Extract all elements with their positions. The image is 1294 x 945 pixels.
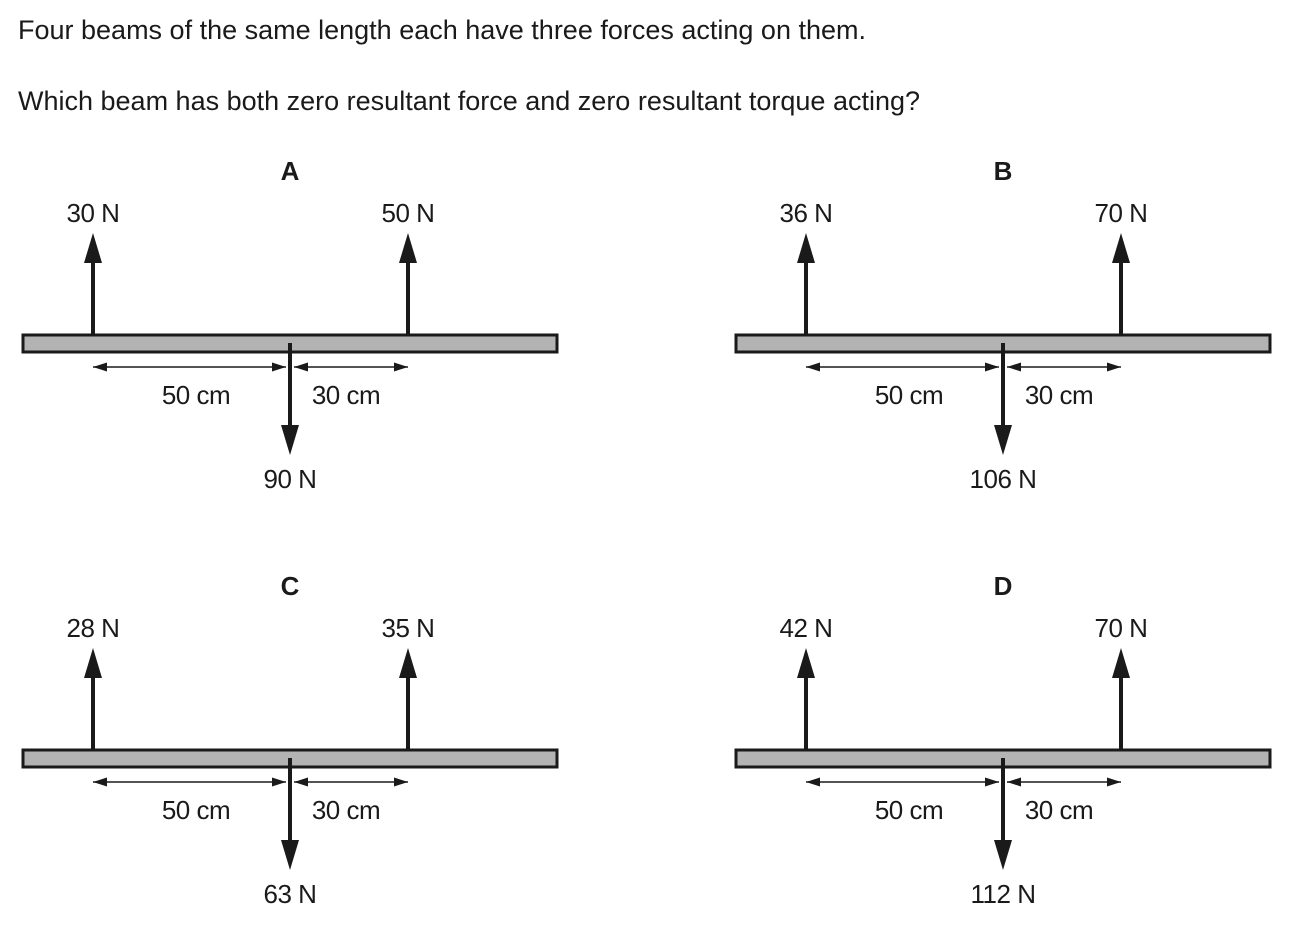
right-force-label: 70 N <box>1095 198 1148 228</box>
right-distance-label: 30 cm <box>312 380 380 410</box>
left-distance-dimension <box>806 777 999 787</box>
right-distance-label: 30 cm <box>312 795 380 825</box>
left-distance-label: 50 cm <box>875 795 943 825</box>
down-arrow-icon <box>281 758 299 870</box>
left-up-arrow-icon <box>84 648 102 757</box>
left-up-arrow-icon <box>797 648 815 757</box>
right-up-arrow-icon <box>399 648 417 757</box>
right-distance-dimension <box>1007 362 1121 372</box>
left-distance-label: 50 cm <box>162 380 230 410</box>
left-force-label: 42 N <box>780 613 833 643</box>
beam-diagram: D 42 N 70 N 50 cm 30 cm 112 N <box>734 571 1272 909</box>
right-distance-dimension <box>294 777 408 787</box>
beam-diagram: B 36 N 70 N 50 cm 30 cm 106 N <box>734 156 1272 494</box>
down-force-label: 112 N <box>971 879 1036 909</box>
left-up-arrow-icon <box>84 233 102 342</box>
beam-letter: A <box>281 156 300 186</box>
beam-letter: C <box>281 571 300 601</box>
down-arrow-icon <box>994 343 1012 455</box>
right-up-arrow-icon <box>1112 233 1130 342</box>
beam-diagram: C 28 N 35 N 50 cm 30 cm 63 N <box>21 571 559 909</box>
left-force-label: 28 N <box>67 613 120 643</box>
right-distance-dimension <box>294 362 408 372</box>
right-force-label: 35 N <box>382 613 435 643</box>
right-distance-dimension <box>1007 777 1121 787</box>
left-force-label: 36 N <box>780 198 833 228</box>
right-up-arrow-icon <box>1112 648 1130 757</box>
left-distance-dimension <box>93 777 286 787</box>
down-force-label: 106 N <box>970 464 1037 494</box>
beam-panel-a: A 30 N 50 N 50 cm 30 cm 90 N <box>0 150 600 530</box>
beam-letter: B <box>994 156 1013 186</box>
beam-letter: D <box>994 571 1013 601</box>
left-distance-label: 50 cm <box>875 380 943 410</box>
left-distance-label: 50 cm <box>162 795 230 825</box>
question-text-line-1: Four beams of the same length each have … <box>18 15 866 45</box>
beam-panel-d: D 42 N 70 N 50 cm 30 cm 112 N <box>713 565 1294 945</box>
right-force-label: 50 N <box>382 198 435 228</box>
down-force-label: 63 N <box>264 879 317 909</box>
beam-panel-b: B 36 N 70 N 50 cm 30 cm 106 N <box>713 150 1294 530</box>
left-force-label: 30 N <box>67 198 120 228</box>
left-distance-dimension <box>93 362 286 372</box>
beam-panel-c: C 28 N 35 N 50 cm 30 cm 63 N <box>0 565 600 945</box>
down-arrow-icon <box>281 343 299 455</box>
down-arrow-icon <box>994 758 1012 870</box>
question-text-line-2: Which beam has both zero resultant force… <box>18 86 921 116</box>
left-distance-dimension <box>806 362 999 372</box>
right-force-label: 70 N <box>1095 613 1148 643</box>
right-distance-label: 30 cm <box>1025 795 1093 825</box>
right-up-arrow-icon <box>399 233 417 342</box>
left-up-arrow-icon <box>797 233 815 342</box>
right-distance-label: 30 cm <box>1025 380 1093 410</box>
beam-diagram: A 30 N 50 N 50 cm 30 cm 90 N <box>21 156 559 494</box>
down-force-label: 90 N <box>264 464 317 494</box>
